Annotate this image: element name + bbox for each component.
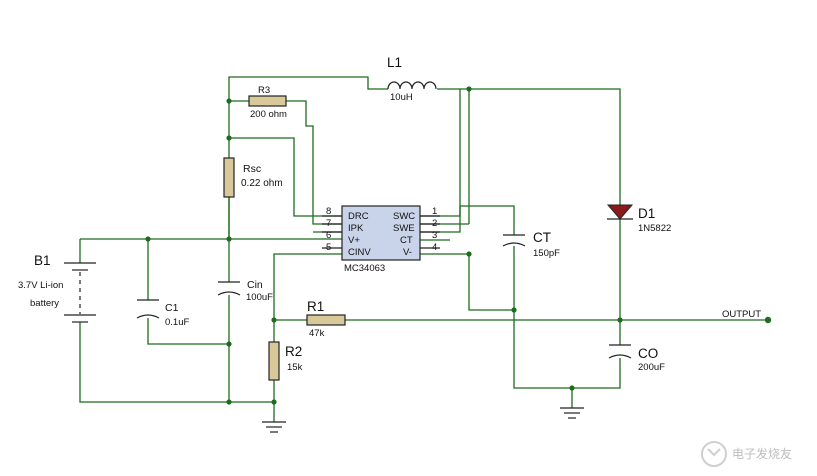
ic-pin4-num: 4 <box>432 242 437 253</box>
r1-ref: R1 <box>307 299 324 314</box>
d1-value: 1N5822 <box>638 223 671 234</box>
junction-dot <box>466 251 472 257</box>
inductor-l1: L1 10uH <box>387 55 437 103</box>
ground-icon <box>560 407 584 419</box>
capacitor-c1: C1 0.1uF <box>136 299 189 328</box>
resistor-rsc: Rsc 0.22 ohm <box>223 157 283 198</box>
junction-dot <box>569 385 575 391</box>
cin-ref: Cin <box>247 279 263 291</box>
junction-dot <box>226 399 232 405</box>
ic-pin6-num: 6 <box>326 230 331 241</box>
b1-value: 3.7V Li-ion <box>18 280 63 291</box>
ic-pin3-label: CT <box>400 235 413 246</box>
junction-dot <box>226 341 232 347</box>
rsc-ref: Rsc <box>243 163 261 175</box>
ic-pin5-label: CINV <box>348 247 371 258</box>
ct-value: 150pF <box>533 248 560 259</box>
ic-pin7-label: IPK <box>348 223 364 234</box>
co-ref: CO <box>638 346 658 361</box>
junction-dot <box>226 98 232 104</box>
ground-icon <box>262 421 286 433</box>
output-terminal <box>764 316 772 324</box>
junction-dot <box>226 135 232 141</box>
capacitor-ct: CT 150pF <box>502 230 560 259</box>
resistor-r2: R2 15k <box>268 341 303 381</box>
l1-ref: L1 <box>387 55 402 70</box>
resistor-r1: R1 47k <box>306 299 346 339</box>
ic-pin1-label: SWC <box>393 211 415 222</box>
ic-pin8-num: 8 <box>326 206 331 217</box>
c1-ref: C1 <box>165 302 179 314</box>
l1-value: 10uH <box>390 92 413 103</box>
junction-dot <box>271 317 277 323</box>
ic-pin6-label: V+ <box>348 235 360 246</box>
junction-dot <box>226 236 232 242</box>
watermark-text: 电子发烧友 <box>732 446 792 461</box>
diode-d1: D1 1N5822 <box>606 204 671 234</box>
ic-pin2-num: 2 <box>432 218 437 229</box>
b1-value2: battery <box>30 298 59 309</box>
resistor-r3: R3 200 ohm <box>248 85 287 120</box>
ic-pin4-label: V- <box>403 247 412 258</box>
rsc-value: 0.22 ohm <box>241 178 283 189</box>
co-value: 200uF <box>638 362 665 373</box>
ic-pin3-num: 3 <box>432 230 437 241</box>
junction-dot <box>271 399 277 405</box>
ic-pin5-num: 5 <box>326 242 331 253</box>
ic-pin8-label: DRC <box>348 211 369 222</box>
ic-pin1-num: 1 <box>432 206 437 217</box>
junction-dot <box>617 317 623 323</box>
d1-ref: D1 <box>638 206 655 221</box>
r2-ref: R2 <box>285 344 302 359</box>
r2-value: 15k <box>287 362 303 373</box>
junction-dot <box>511 307 517 313</box>
c1-value: 0.1uF <box>165 317 189 328</box>
capacitor-co: CO 200uF <box>608 344 665 373</box>
battery-b1: B1 3.7V Li-ion battery <box>18 253 96 323</box>
output-label: OUTPUT <box>722 309 761 320</box>
ic-name: MC34063 <box>344 263 385 274</box>
r3-value: 200 ohm <box>250 109 287 120</box>
cin-value: 100uF <box>246 292 273 303</box>
junction-dots <box>145 86 772 405</box>
ic-pin7-num: 7 <box>326 218 331 229</box>
junction-dot <box>466 86 472 92</box>
ic-pin2-label: SWE <box>393 223 415 234</box>
b1-ref: B1 <box>34 253 51 268</box>
wires <box>79 76 768 422</box>
r3-ref: R3 <box>258 85 270 96</box>
ic-mc34063: DRC IPK V+ CINV 8 7 6 5 SWC SWE CT V- 1 … <box>322 205 440 274</box>
r1-value: 47k <box>309 328 325 339</box>
junction-dot <box>145 236 151 242</box>
ct-ref: CT <box>533 230 551 245</box>
watermark-logo: 电子发烧友 <box>701 441 792 467</box>
capacitor-cin: Cin 100uF <box>217 279 273 303</box>
